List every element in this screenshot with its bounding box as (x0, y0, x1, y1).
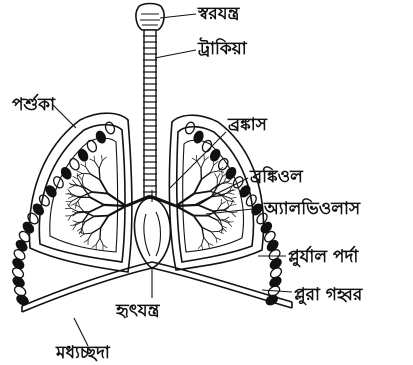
larynx-shape (136, 4, 164, 31)
left-lung (29, 113, 131, 272)
label-bronchiole: ব্রঙ্কিওল (249, 165, 304, 187)
trachea-shape (143, 30, 157, 198)
label-heart: হৃৎযন্ত্র (115, 301, 161, 321)
label-alveolus: অ্যালভিওলাস (263, 197, 361, 219)
label-pleural-membrane: প্লুর্যাল পর্দা (288, 245, 359, 268)
label-diaphragm: মধ্যচ্ছদা (55, 343, 111, 363)
label-bronchus: ব্রঙ্কাস (227, 115, 268, 135)
label-ribs: পর্শুকা (12, 93, 56, 115)
label-pleural-cavity: প্লুরা গহ্বর (294, 285, 363, 306)
label-larynx: স্বরযন্ত্র (197, 4, 240, 24)
label-trachea: ট্রাকিয়া (197, 37, 248, 59)
